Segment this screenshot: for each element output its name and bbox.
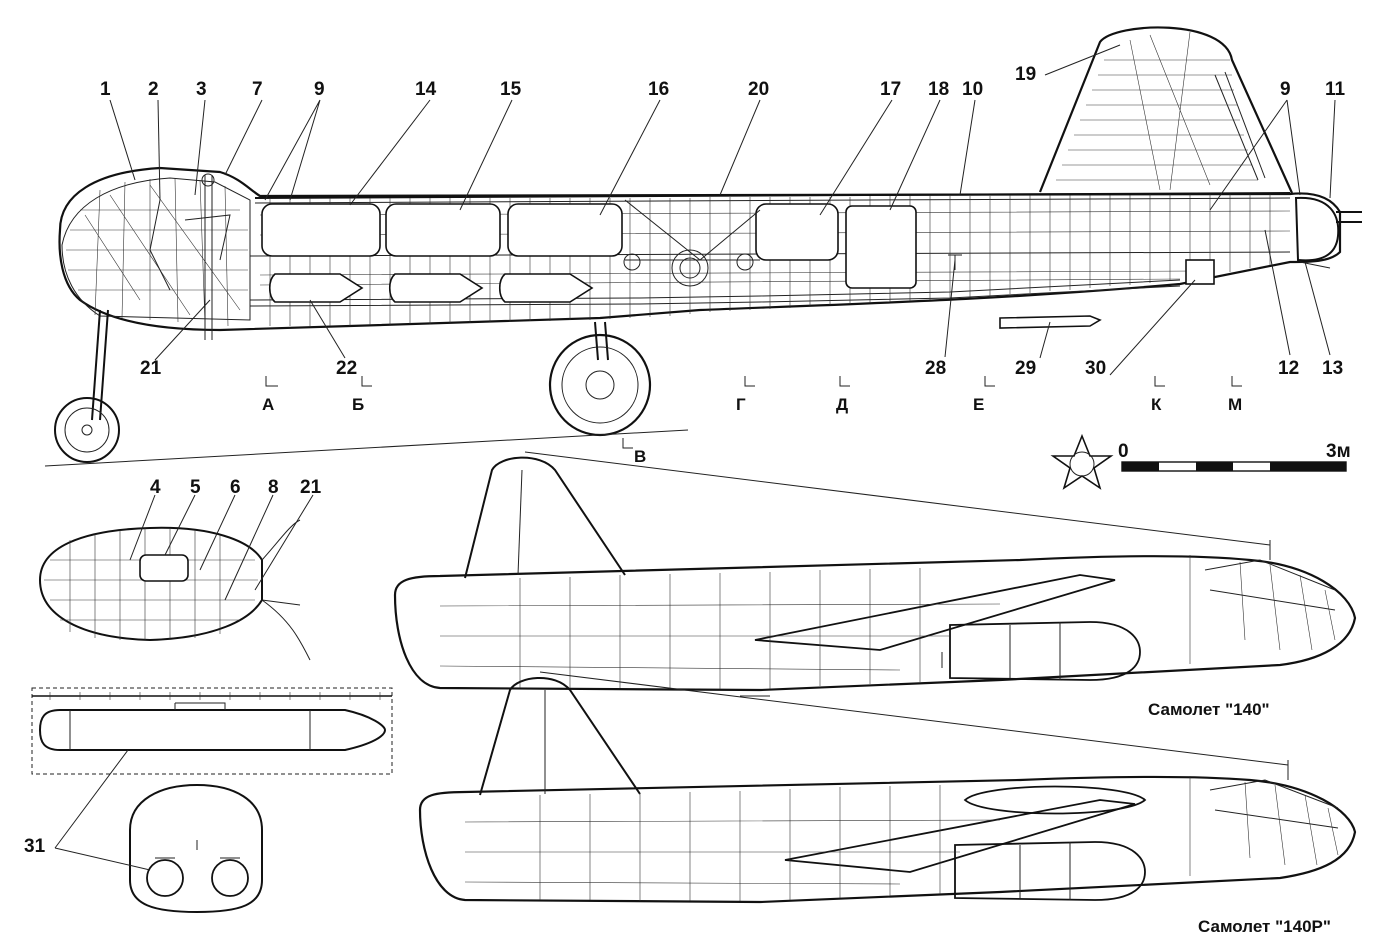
callout-17: 17 bbox=[880, 79, 901, 100]
callout-3: 3 bbox=[196, 79, 207, 100]
callout-18: 18 bbox=[928, 79, 949, 100]
vertical-tail-fin bbox=[1038, 26, 1294, 194]
section-a: А bbox=[262, 395, 274, 414]
side-cutaway-view bbox=[44, 26, 1362, 467]
red-star-insignia bbox=[1050, 433, 1114, 490]
fuel-tank-17 bbox=[755, 203, 839, 261]
section-letters: А Б В Г Д Е К М bbox=[262, 395, 1242, 466]
section-d: Д bbox=[836, 395, 848, 414]
cockpit-equipment bbox=[149, 173, 231, 340]
bombs-22 bbox=[268, 273, 594, 303]
callout-29: 29 bbox=[1015, 358, 1036, 379]
callout-4: 4 bbox=[150, 477, 161, 498]
callout-31: 31 bbox=[24, 836, 46, 857]
fuel-tank-16 bbox=[507, 203, 623, 257]
scale-start-label: 0 bbox=[1118, 441, 1129, 462]
main-landing-gear bbox=[548, 321, 652, 437]
radio-unit-30 bbox=[1185, 259, 1215, 285]
callout-numbers: 1 2 3 7 9 14 15 16 20 17 18 10 19 9 11 2… bbox=[100, 64, 1346, 379]
callout-9-rear: 9 bbox=[1280, 79, 1291, 100]
section-g: Г bbox=[736, 395, 746, 414]
callout-16: 16 bbox=[648, 79, 669, 100]
nose-detail-view: 4 5 6 8 21 bbox=[38, 477, 322, 661]
callout-12: 12 bbox=[1278, 358, 1299, 379]
callout-13: 13 bbox=[1322, 358, 1343, 379]
callout-11: 11 bbox=[1325, 79, 1346, 100]
callout-1: 1 bbox=[100, 79, 111, 100]
callout-14: 14 bbox=[415, 79, 437, 100]
callout-20: 20 bbox=[748, 79, 769, 100]
callout-28: 28 bbox=[925, 358, 946, 379]
section-k: К bbox=[1151, 395, 1162, 414]
ground-line bbox=[44, 429, 689, 467]
scale-bar: 0 3м bbox=[1118, 441, 1351, 472]
callout-7: 7 bbox=[252, 79, 263, 100]
callout-8: 8 bbox=[268, 477, 279, 498]
callout-19: 19 bbox=[1015, 64, 1036, 85]
caption-plane-140: Самолет "140" bbox=[1148, 700, 1270, 719]
callout-leaders bbox=[109, 44, 1336, 376]
fuel-tank-15 bbox=[385, 203, 501, 257]
section-markers bbox=[265, 376, 1242, 449]
callout-30: 30 bbox=[1085, 358, 1106, 379]
callout-10: 10 bbox=[962, 79, 983, 100]
tail-turret bbox=[1294, 196, 1362, 269]
store-detail-view bbox=[31, 687, 393, 775]
callout-15: 15 bbox=[500, 79, 522, 100]
section-m: М bbox=[1228, 395, 1242, 414]
callout-5: 5 bbox=[190, 477, 201, 498]
fuel-tank-14 bbox=[261, 203, 381, 257]
section-b: Б bbox=[352, 395, 364, 414]
callout-6: 6 bbox=[230, 477, 241, 498]
scale-end-label: 3м bbox=[1326, 441, 1351, 462]
section-v: В bbox=[634, 447, 646, 466]
callout-22: 22 bbox=[336, 358, 357, 379]
profile-view-140r bbox=[418, 671, 1357, 904]
section-e: Е bbox=[973, 395, 984, 414]
fuel-tank-18 bbox=[845, 205, 917, 289]
callout-2: 2 bbox=[148, 79, 159, 100]
callout-9-front: 9 bbox=[314, 79, 325, 100]
caption-plane-140r: Самолет "140Р" bbox=[1198, 917, 1331, 936]
nose-landing-gear bbox=[54, 309, 120, 463]
front-section-view: 31 bbox=[24, 749, 263, 914]
wing-center-section bbox=[623, 199, 761, 287]
callout-21-detail: 21 bbox=[300, 477, 322, 498]
glazed-nose bbox=[61, 177, 251, 321]
callout-21-side: 21 bbox=[140, 358, 162, 379]
profile-view-140 bbox=[393, 451, 1357, 697]
